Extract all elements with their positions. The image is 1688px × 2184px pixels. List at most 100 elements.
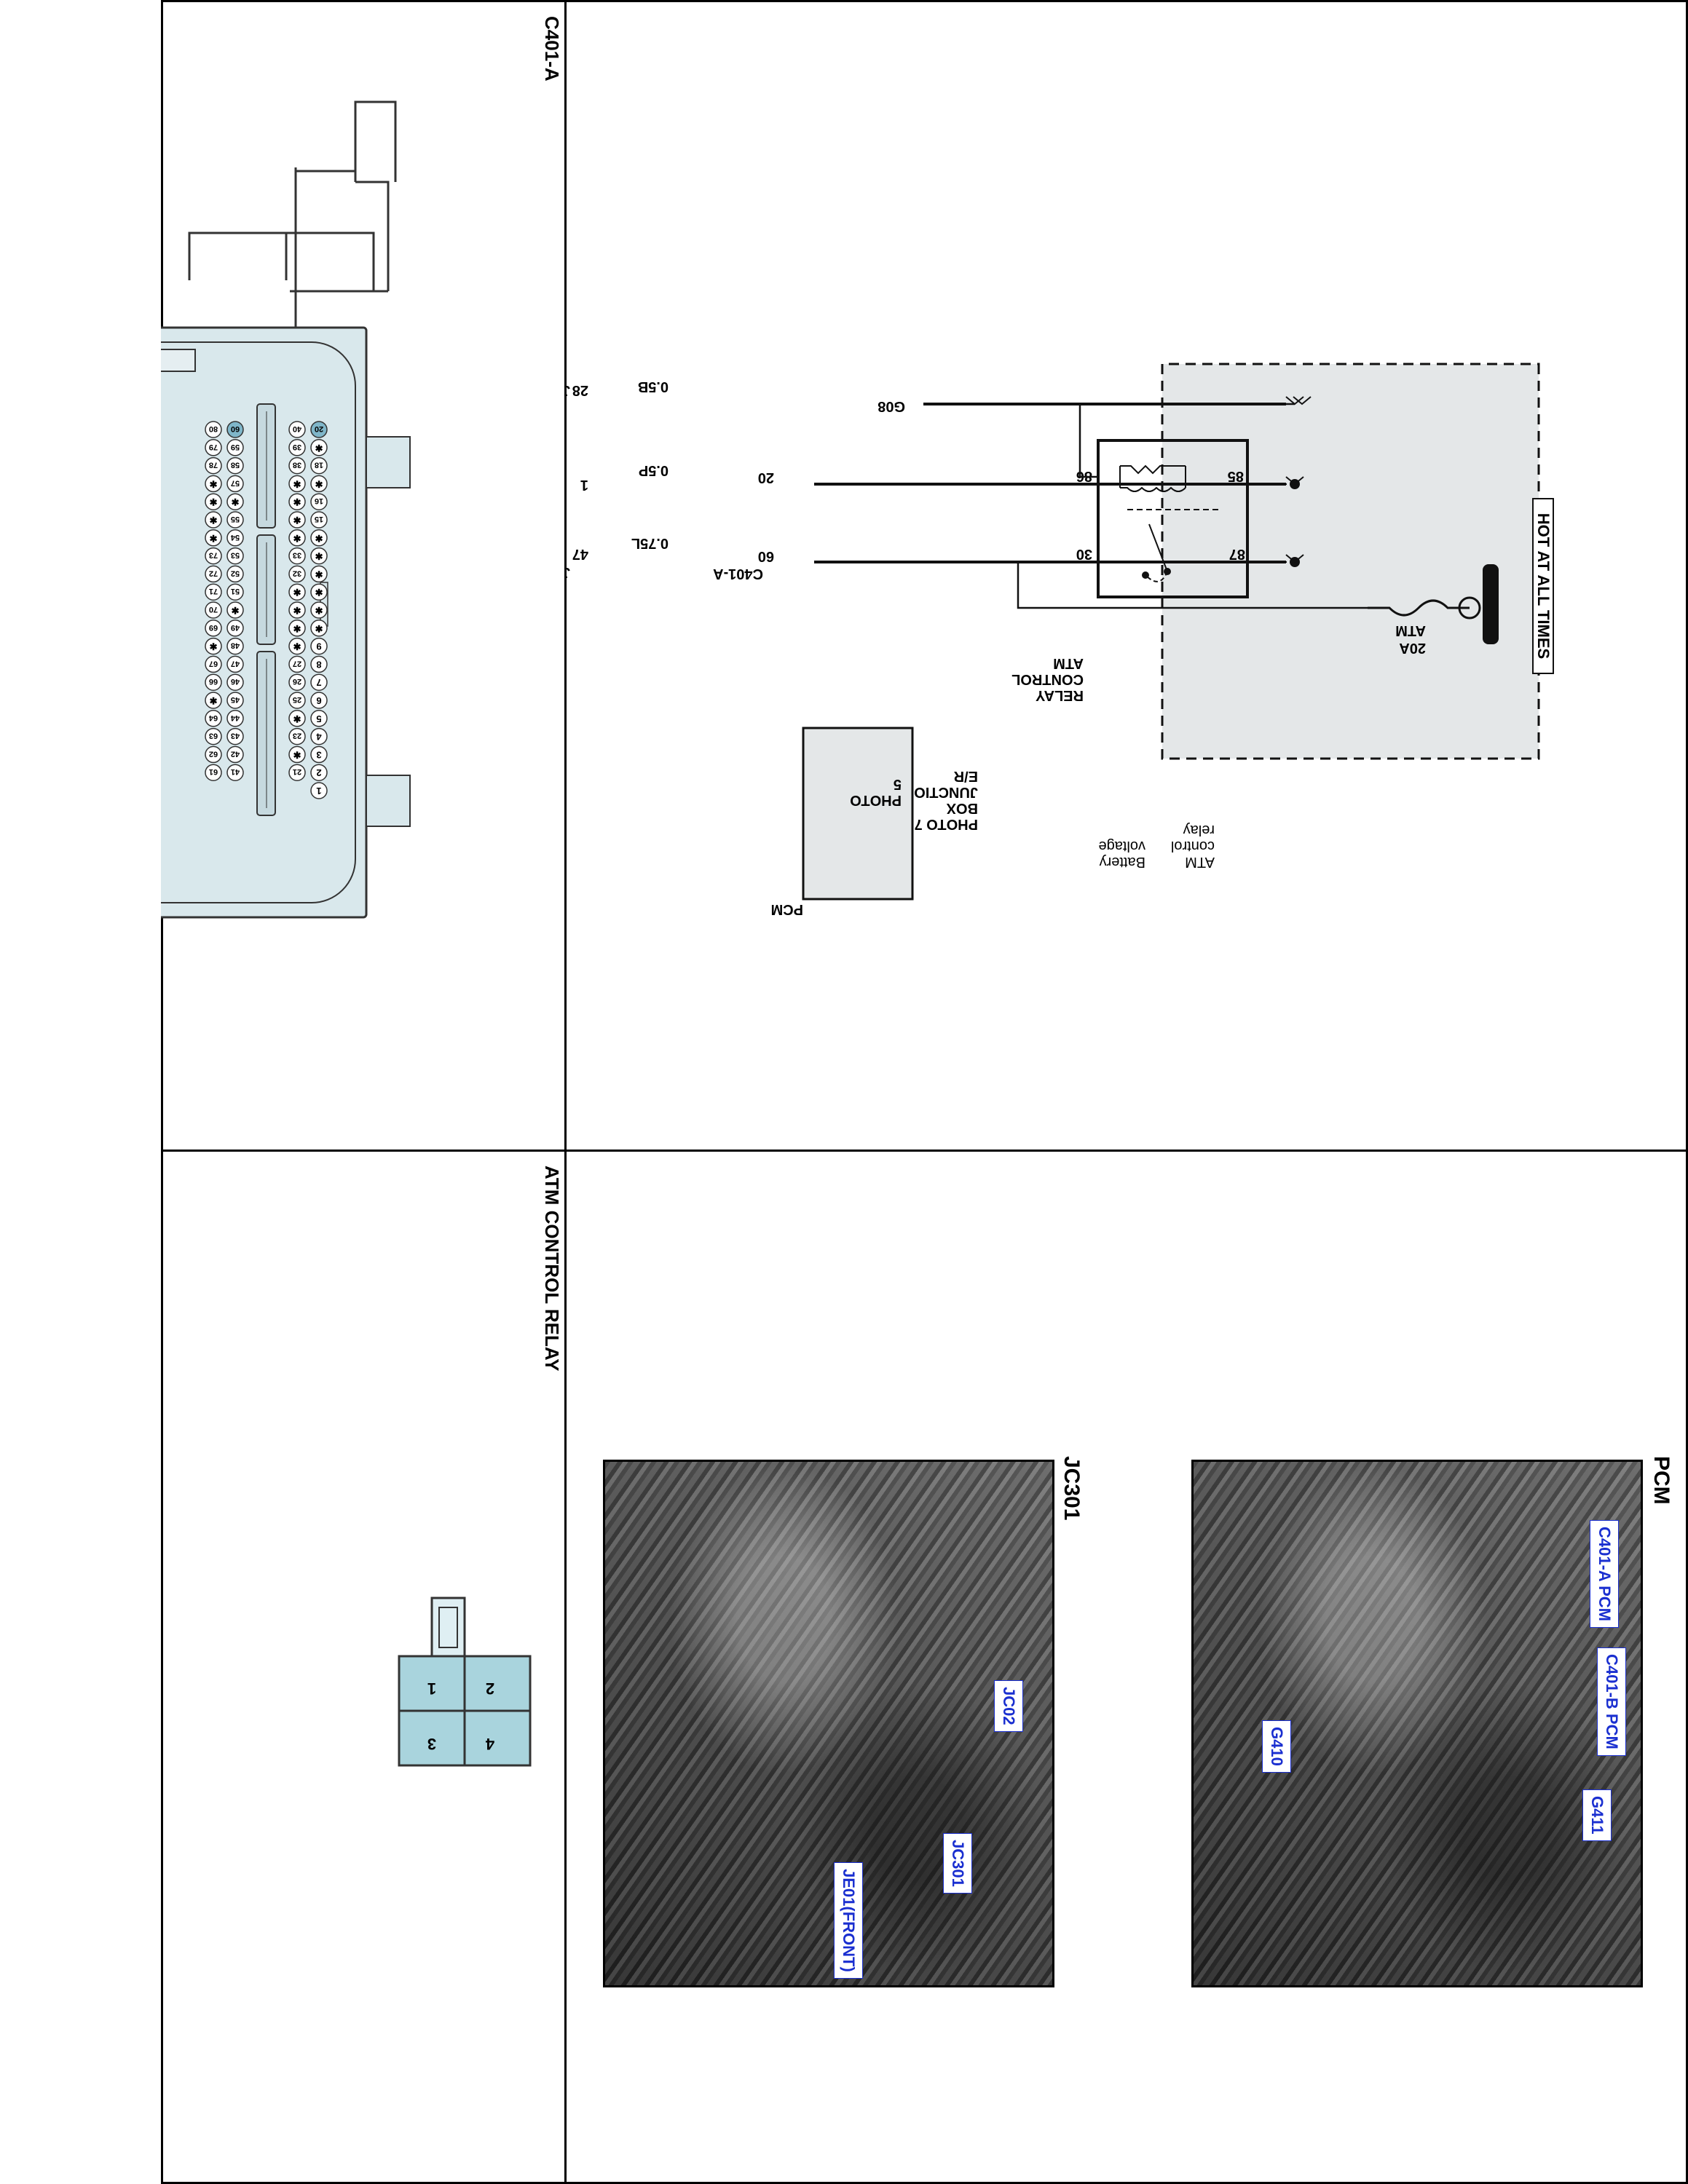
pin-label: ✱ xyxy=(293,641,301,652)
pin-label: 69 xyxy=(209,623,218,632)
jc301-pin47: 47 xyxy=(572,546,588,562)
pin-label: ✱ xyxy=(293,605,301,616)
pin-circle xyxy=(205,529,222,547)
relay-box xyxy=(1097,439,1249,598)
pin-label: 66 xyxy=(209,677,218,686)
ground-label: G08 xyxy=(877,398,905,414)
pin-label: ✱ xyxy=(293,713,301,724)
pin-circle xyxy=(205,511,222,529)
pin-circle xyxy=(205,673,222,691)
pin-label: ✱ xyxy=(293,478,301,489)
pin-circle xyxy=(288,439,306,456)
ground-photo-line1: PHOTO xyxy=(850,792,902,808)
pin-circle xyxy=(310,439,328,456)
pcm-connector-label: C401-A xyxy=(713,566,763,582)
pin-circle xyxy=(226,727,244,745)
callout-g410: G410 xyxy=(1262,1720,1291,1773)
pin-circle xyxy=(226,673,244,691)
pin-label: 43 xyxy=(231,732,240,740)
pin-circle xyxy=(310,601,328,619)
pin-circle xyxy=(288,692,306,709)
pin-label: ✱ xyxy=(315,623,323,634)
wiring-schematic: HOT AT ALL TIMES ATM 20A 86 85 87 30 xyxy=(564,363,1554,917)
pin-circle xyxy=(205,565,222,583)
pin-circle xyxy=(205,710,222,727)
pin-label: 54 xyxy=(230,533,240,542)
pin-circle xyxy=(310,727,328,745)
pin-label: 33 xyxy=(293,551,301,560)
pin-label: 59 xyxy=(231,443,240,451)
pin-label: 53 xyxy=(231,551,240,560)
pin-label: ✱ xyxy=(293,749,301,760)
pin-label: 4 xyxy=(316,732,322,743)
pin-circle xyxy=(226,692,244,709)
pcm-func1-line3-text: relay xyxy=(1183,822,1215,838)
pin-circle xyxy=(310,782,328,799)
pin-label: ✱ xyxy=(315,533,323,544)
photo-pcm: C401-A PCM C401-B PCM G410 G411 xyxy=(1191,1460,1643,1987)
pin-label: ✱ xyxy=(315,443,323,454)
pin-label: 78 xyxy=(209,461,218,470)
relay-pin-87-label: 87 xyxy=(1229,546,1245,562)
pin-circle xyxy=(226,637,244,655)
pin-circle xyxy=(310,511,328,529)
junction-box-line3: BOX xyxy=(946,800,978,816)
pin-circle xyxy=(310,710,328,727)
pin-label: 6 xyxy=(316,695,321,706)
connector-pin-rows: 20✱18✱1615✱✱✱✱✱✱987654321403938✱✱✱✱3332✱… xyxy=(205,421,328,799)
relay-pin-3: 3 xyxy=(427,1735,436,1753)
pin-circle xyxy=(288,475,306,493)
pin-circle xyxy=(288,529,306,547)
pin-circle xyxy=(226,475,244,493)
pin-label: 20 xyxy=(315,424,323,433)
pin-circle xyxy=(205,583,222,601)
pin-label: 21 xyxy=(293,767,301,776)
ground-photo-line2: 5 xyxy=(893,776,902,792)
pin-circle xyxy=(205,475,222,493)
pin-label: 71 xyxy=(209,587,218,596)
pin-circle xyxy=(288,565,306,583)
pin-label: 3 xyxy=(316,749,321,760)
pin-label: 46 xyxy=(231,677,240,686)
pin-label: ✱ xyxy=(293,515,301,526)
pin-label: 60 xyxy=(231,424,240,433)
pcm-func1-line1-text: ATM xyxy=(1185,854,1215,870)
photo-jc301-title: JC301 xyxy=(1060,1456,1084,1521)
pcm-func2-line1-text: Battery xyxy=(1099,854,1145,870)
pin-circle xyxy=(205,655,222,673)
pin-circle xyxy=(226,764,244,781)
pin-label: ✱ xyxy=(231,496,239,507)
pin-label: 67 xyxy=(209,659,218,668)
pin-label: 62 xyxy=(209,749,218,758)
pin-label: 32 xyxy=(293,569,301,577)
pin-circle xyxy=(205,764,222,781)
pin-label: 25 xyxy=(293,695,301,704)
pin-label: 16 xyxy=(315,496,323,505)
callout-g411: G411 xyxy=(1582,1789,1612,1841)
pin-circle xyxy=(288,673,306,691)
callout-c401b-pcm: C401-B PCM xyxy=(1597,1647,1626,1756)
pin-circle xyxy=(310,673,328,691)
pin-circle xyxy=(310,547,328,565)
pin-label: ✱ xyxy=(209,478,217,489)
hot-at-all-times: HOT AT ALL TIMES xyxy=(1534,513,1553,659)
pin-circle xyxy=(288,421,306,438)
pin-label: 64 xyxy=(208,713,218,722)
pin-circle xyxy=(226,655,244,673)
pin-circle xyxy=(226,456,244,475)
pin-label: ✱ xyxy=(209,641,217,652)
wire-05p: 0.5P xyxy=(639,462,669,478)
pcm-pin20: 20 xyxy=(758,470,774,486)
callout-je01-front: JE01(FRONT) xyxy=(834,1862,863,1979)
pin-circle xyxy=(288,655,306,673)
pin-label: 49 xyxy=(231,623,240,632)
jc301-label: JC301 xyxy=(564,564,570,580)
pin-label: ✱ xyxy=(293,496,301,507)
pin-label: 23 xyxy=(293,732,301,740)
callout-c401a-pcm: C401-A PCM xyxy=(1590,1520,1619,1628)
pin-circle xyxy=(205,620,222,637)
pin-circle xyxy=(310,620,328,637)
pin-circle xyxy=(205,493,222,510)
pin-label: 5 xyxy=(316,713,321,724)
pin-circle xyxy=(205,421,222,438)
